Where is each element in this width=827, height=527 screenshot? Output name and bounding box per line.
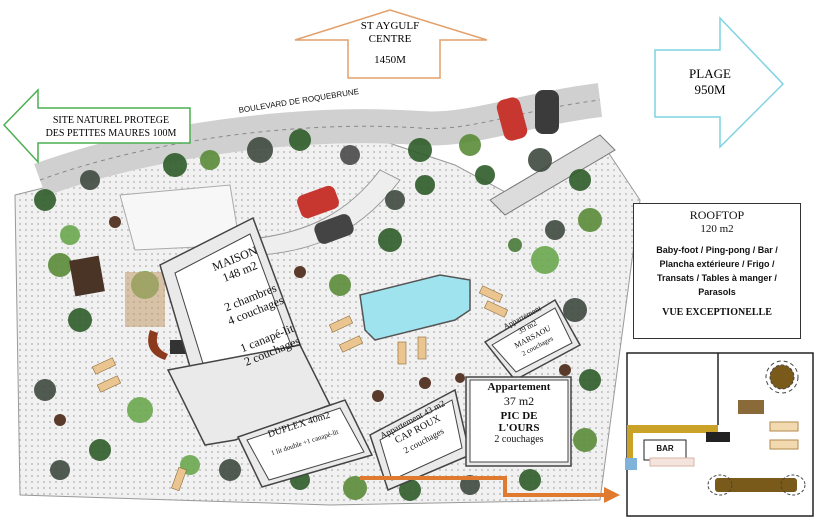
site-line2: DES PETITES MAURES 100M (45, 128, 177, 139)
pic-ours-line3: PIC DE (500, 410, 538, 422)
outdoor-table (69, 255, 105, 297)
rooftop-plan (625, 352, 814, 517)
sun-loungers (91, 285, 509, 492)
rooftop-area: 120 m2 (700, 223, 734, 235)
rooftop-info-box: ROOFTOP 120 m2 Baby-foot / Ping-pong / B… (633, 203, 801, 339)
path-arrow-line (360, 476, 610, 497)
curved-bench (148, 330, 168, 360)
rooftop-amenity: Plancha extérieure / Frigo / (659, 259, 775, 269)
rooftop-view: VUE EXCEPTIONELLE (662, 307, 772, 318)
vegetation (34, 129, 602, 501)
pic-ours-line2: 37 m2 (503, 394, 535, 408)
building-duplex (236, 399, 374, 488)
parked-cars (297, 90, 559, 244)
staircase (489, 134, 616, 216)
bar-label: BAR (656, 444, 674, 453)
centre-line1: ST AYGULF (360, 20, 420, 32)
pic-ours-line5: 2 couchages (494, 434, 544, 445)
road-edge (39, 99, 601, 181)
rooftop-amenity: Baby-foot / Ping-pong / Bar / (656, 245, 778, 255)
centre-distance: 1450M (374, 54, 406, 66)
centre-arrow-label: ST AYGULF CENTRE 1450M (345, 20, 435, 67)
arrow-site (2, 88, 191, 164)
building-marsaou (483, 298, 582, 381)
pic-ours-line1: Appartement (487, 381, 551, 393)
building-cap-roux (369, 388, 471, 492)
plage-arrow-label: PLAGE 950M (670, 66, 750, 98)
pergola (125, 272, 165, 327)
path-arrow-head (604, 487, 620, 503)
arrow-plage (654, 16, 785, 149)
rooftop-title: ROOFTOP (689, 208, 745, 222)
rooftop-amenity: Parasols (698, 287, 736, 297)
pic-ours-line4: L'OURS (498, 422, 540, 434)
arrow-centre (294, 9, 488, 79)
pic-ours-label: Appartement 37 m2 PIC DE L'OURS 2 coucha… (470, 381, 568, 446)
plage-line2: 950M (694, 82, 726, 97)
rooftop-amenities: Baby-foot / Ping-pong / Bar / Plancha ex… (634, 243, 800, 299)
site-arrow-label: SITE NATUREL PROTEGE DES PETITES MAURES … (32, 114, 190, 140)
site-line1: SITE NATUREL PROTEGE (52, 115, 170, 126)
pool (359, 274, 471, 341)
centre-line2: CENTRE (368, 33, 412, 45)
plage-line1: PLAGE (689, 66, 731, 81)
rooftop-amenity: Transats / Tables à manger / (657, 273, 777, 283)
building-pic-ours (465, 376, 572, 467)
brown-shrubs (54, 216, 571, 426)
